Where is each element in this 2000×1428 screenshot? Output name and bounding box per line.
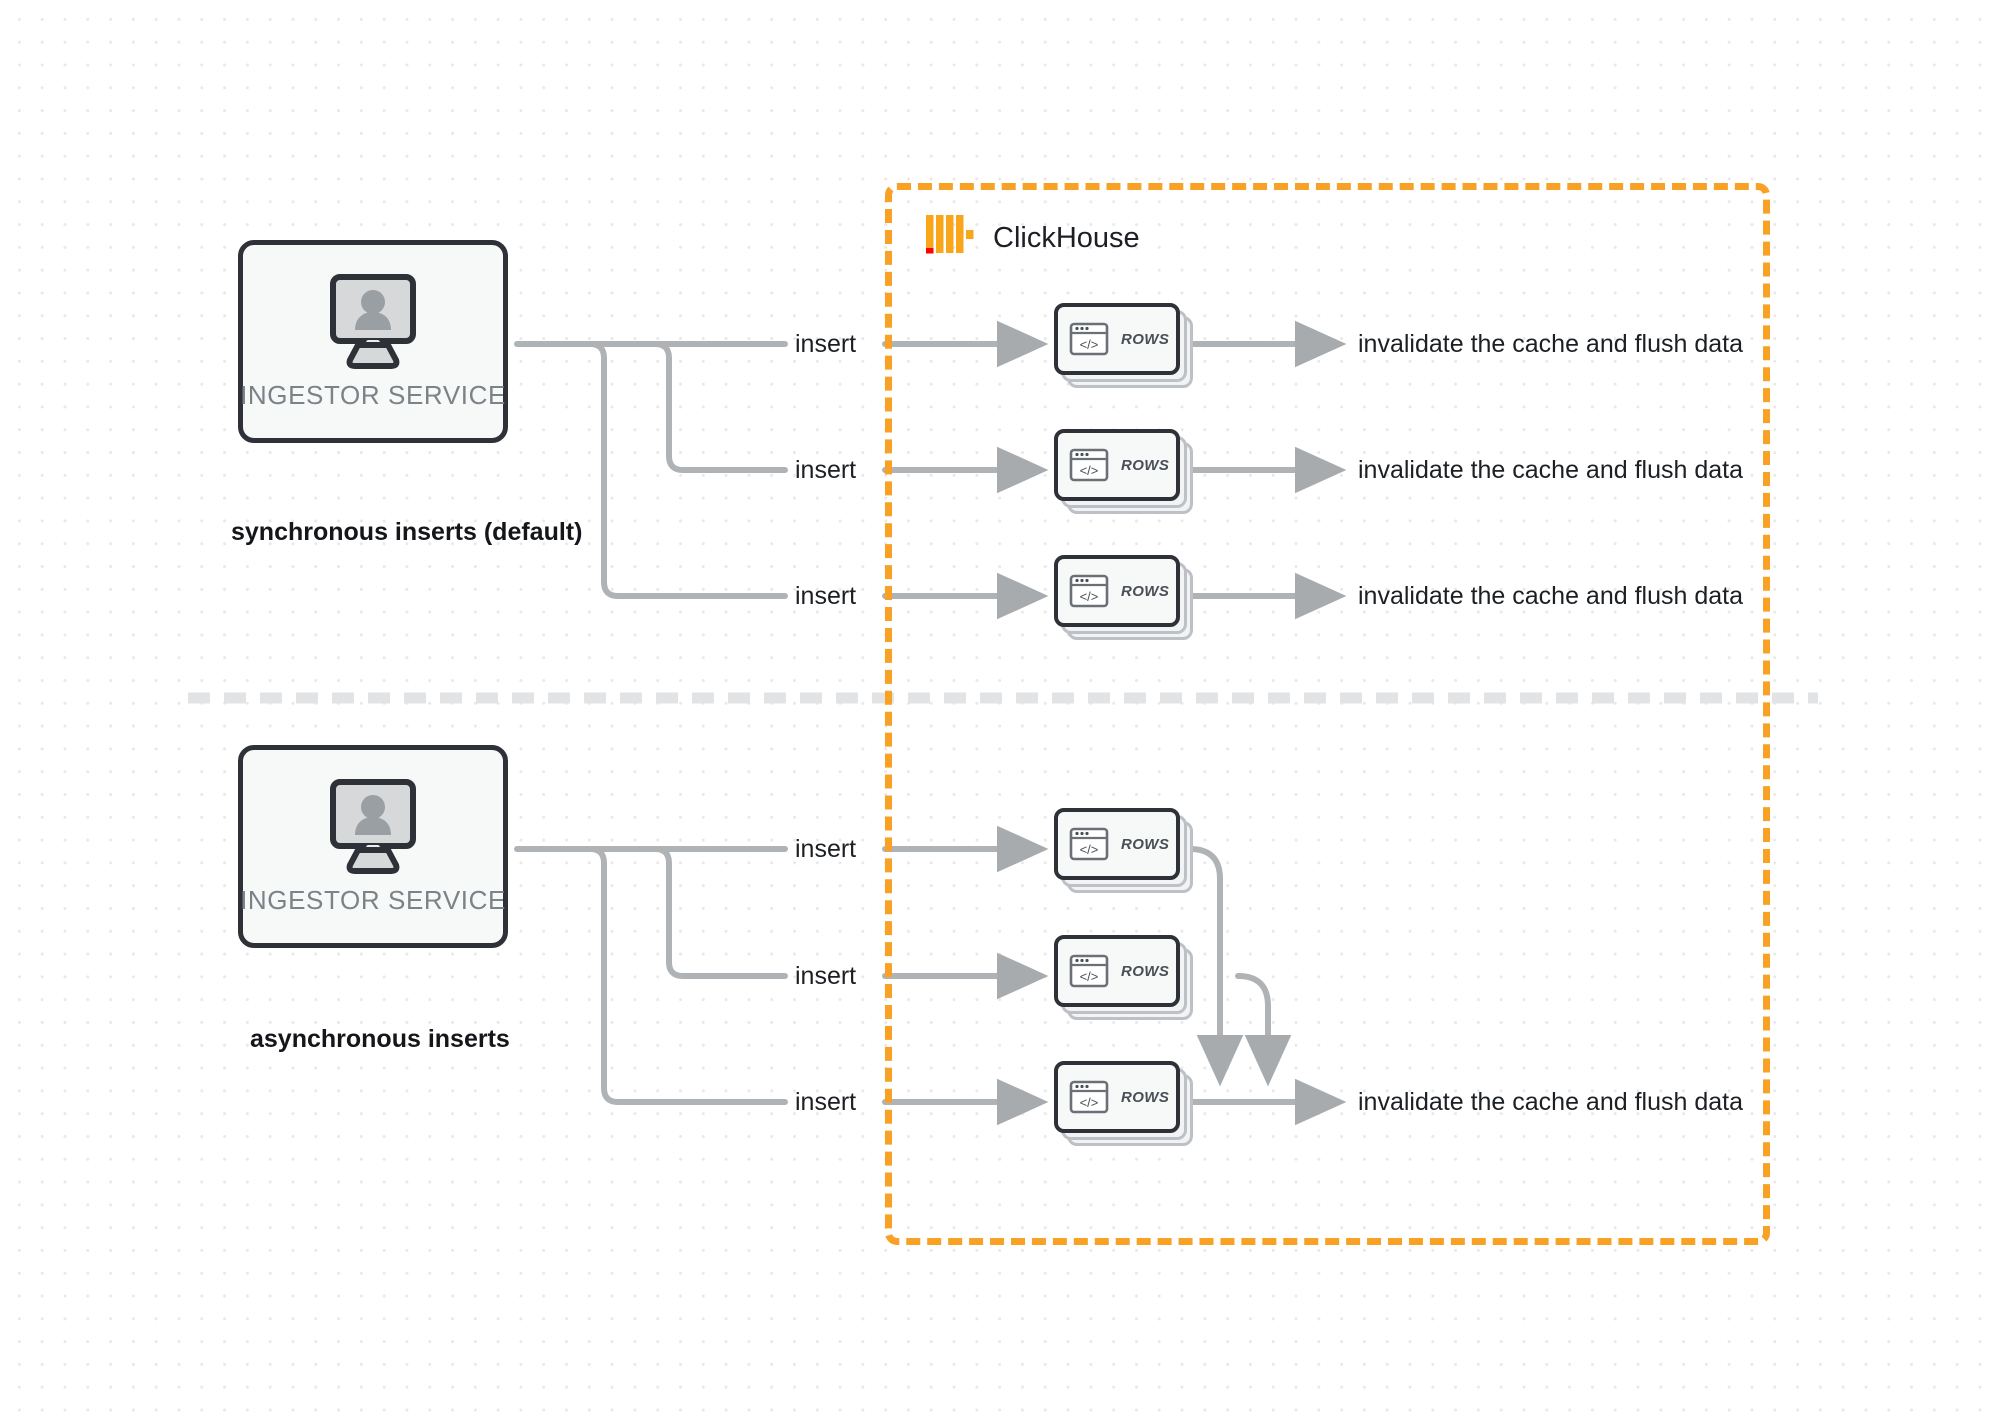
rows-card-front[interactable]: </> ROWS (1054, 555, 1180, 627)
clickhouse-boundary (885, 183, 1770, 1245)
svg-text:</>: </> (1080, 969, 1099, 984)
clickhouse-brand: ClickHouse (925, 215, 1140, 261)
async-merge-arrow-2 (1235, 973, 1292, 1087)
monitor-user-icon (330, 779, 416, 874)
result-label-sync-3: invalidate the cache and flush data (1358, 582, 1743, 610)
rows-card-sync-1[interactable]: </> ROWS (1054, 303, 1194, 389)
rows-card-label: ROWS (1121, 835, 1170, 853)
clickhouse-brand-label: ClickHouse (993, 221, 1140, 254)
code-window-icon: </> (1069, 322, 1109, 356)
rows-card-front[interactable]: </> ROWS (1054, 303, 1180, 375)
rows-card-async-2[interactable]: </> ROWS (1054, 935, 1194, 1021)
rows-card-label: ROWS (1121, 456, 1170, 474)
code-window-icon: </> (1069, 954, 1109, 988)
section-caption-synchronous: synchronous inserts (default) (231, 518, 583, 546)
rows-card-label: ROWS (1121, 962, 1170, 980)
svg-text:</>: </> (1080, 337, 1099, 352)
insert-label-sync-3: insert (795, 582, 857, 610)
rows-card-label: ROWS (1121, 582, 1170, 600)
code-window-icon: </> (1069, 1080, 1109, 1114)
sync-branch-2 (652, 341, 788, 473)
sync-branch-3 (587, 341, 788, 599)
rows-card-front[interactable]: </> ROWS (1054, 1061, 1180, 1133)
async-branch-3 (587, 846, 788, 1105)
code-window-icon: </> (1069, 827, 1109, 861)
rows-card-label: ROWS (1121, 1088, 1170, 1106)
rows-card-sync-3[interactable]: </> ROWS (1054, 555, 1194, 641)
ingestor-service-box-synchronous[interactable]: INGESTOR SERVICE (238, 240, 508, 443)
rows-card-sync-2[interactable]: </> ROWS (1054, 429, 1194, 515)
insert-label-sync-2: insert (795, 456, 857, 484)
svg-text:</>: </> (1080, 589, 1099, 604)
monitor-user-icon (330, 274, 416, 369)
code-window-icon: </> (1069, 574, 1109, 608)
section-caption-asynchronous: asynchronous inserts (250, 1025, 510, 1053)
clickhouse-logo-icon (926, 215, 974, 254)
ingestor-service-box-asynchronous[interactable]: INGESTOR SERVICE (238, 745, 508, 948)
code-window-icon: </> (1069, 448, 1109, 482)
rows-card-async-1[interactable]: </> ROWS (1054, 808, 1194, 894)
insert-label-async-3: insert (795, 1088, 857, 1116)
svg-text:</>: </> (1080, 1095, 1099, 1110)
ingestor-service-label: INGESTOR SERVICE (240, 885, 506, 915)
result-label-sync-2: invalidate the cache and flush data (1358, 456, 1743, 484)
rows-card-front[interactable]: </> ROWS (1054, 935, 1180, 1007)
svg-text:</>: </> (1080, 842, 1099, 857)
async-merge-arrow-1 (1187, 846, 1244, 1087)
rows-card-front[interactable]: </> ROWS (1054, 429, 1180, 501)
ingestor-service-label: INGESTOR SERVICE (240, 380, 506, 410)
async-branch-2 (652, 846, 788, 979)
rows-card-async-3[interactable]: </> ROWS (1054, 1061, 1194, 1147)
result-label-async-merged: invalidate the cache and flush data (1358, 1088, 1743, 1116)
svg-text:</>: </> (1080, 463, 1099, 478)
result-label-sync-1: invalidate the cache and flush data (1358, 330, 1743, 358)
insert-label-async-2: insert (795, 962, 857, 990)
rows-card-label: ROWS (1121, 330, 1170, 348)
insert-label-sync-1: insert (795, 330, 857, 358)
insert-label-async-1: insert (795, 835, 857, 863)
rows-card-front[interactable]: </> ROWS (1054, 808, 1180, 880)
